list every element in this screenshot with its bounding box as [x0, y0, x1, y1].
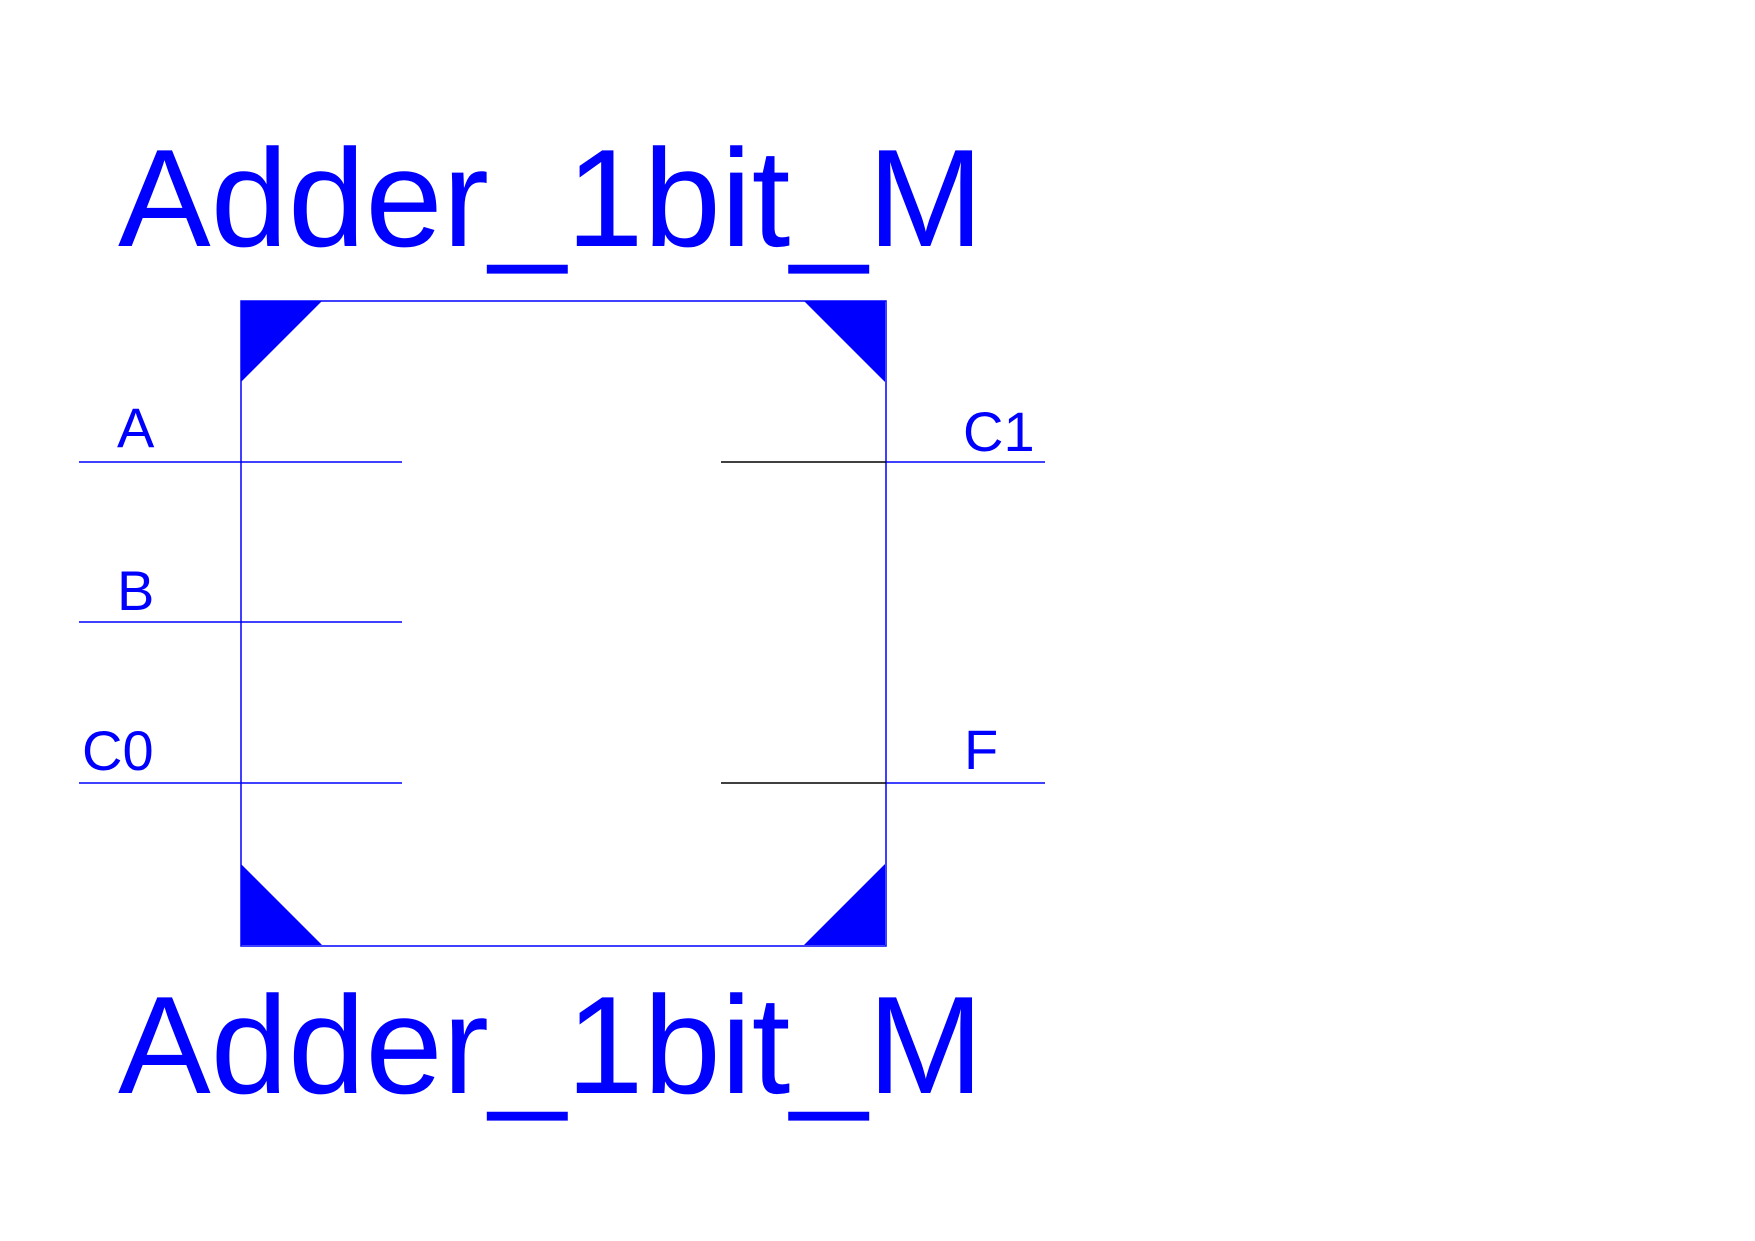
- input-pin-a[interactable]: A: [79, 396, 402, 463]
- symbol-title-bottom: Adder_1bit_M: [118, 968, 983, 1123]
- pin-label-c0: C0: [82, 719, 154, 782]
- corner-marker-top-left: [241, 301, 322, 382]
- symbol-title-top: Adder_1bit_M: [118, 121, 983, 276]
- corner-marker-bottom-right: [804, 864, 885, 945]
- input-pin-b[interactable]: B: [79, 559, 402, 623]
- pin-label-c1: C1: [963, 400, 1035, 463]
- pin-label-b: B: [117, 559, 154, 622]
- input-pin-c0[interactable]: C0: [79, 719, 402, 784]
- corner-marker-top-right: [804, 301, 885, 382]
- corner-marker-bottom-left: [241, 864, 322, 945]
- pin-label-f: F: [964, 718, 998, 781]
- pin-label-a: A: [117, 396, 155, 459]
- component-body[interactable]: [240, 300, 887, 947]
- output-pin-c1[interactable]: C1: [721, 400, 1045, 463]
- output-pin-f[interactable]: F: [721, 718, 1045, 784]
